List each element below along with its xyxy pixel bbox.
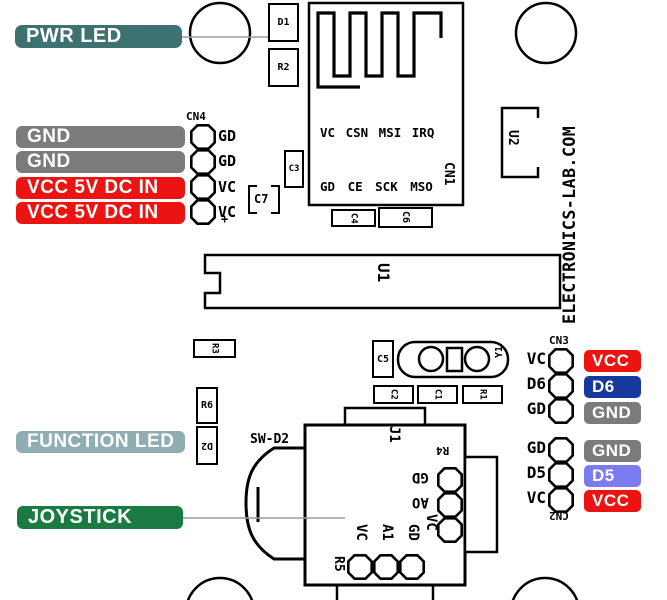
j1-refdes: J1 [386, 426, 402, 443]
cn4-pad [191, 150, 214, 173]
polarity-plus-mark: + [221, 212, 229, 226]
antenna-trace [316, 11, 443, 89]
cn2-pin-label: VC [526, 488, 546, 507]
joystick-lever [244, 446, 305, 561]
u2-refdes: U2 [505, 130, 520, 146]
mounting-hole-bottom-right [511, 576, 579, 600]
cn3-pad [549, 349, 572, 372]
cn3-pad [549, 399, 572, 422]
c7-brackets [248, 185, 280, 214]
callout-cn3-vcc: VCC [584, 350, 641, 372]
cn2-pin-label: D5 [526, 463, 546, 482]
callout-cn3-d6: D6 [584, 376, 641, 398]
joystick-pad [374, 555, 397, 578]
joystick-pin-label: VC [423, 514, 439, 531]
component-c4: C4 [331, 209, 376, 227]
component-c3: C3 [284, 150, 304, 188]
mounting-hole-top-left [188, 1, 252, 65]
cn1-refdes: CN1 [441, 162, 456, 186]
rf-module-pin-row-bottom: GD CE SCK MSO [320, 179, 433, 194]
u1-outline [203, 253, 562, 310]
sw-d2-refdes: SW-D2 [250, 432, 290, 447]
joystick-pad [400, 555, 423, 578]
joystick-top-tab [343, 406, 427, 425]
joystick-pin-label: GD [412, 469, 429, 485]
joystick-pin-label: AO [412, 494, 429, 510]
joystick-pad [438, 468, 461, 491]
component-d2: D2 [196, 426, 218, 465]
callout-cn2-gnd: GND [584, 440, 641, 462]
r4-refdes: R4 [436, 444, 450, 457]
cn2-pad [549, 463, 572, 486]
cn2-pin-label: GD [526, 438, 546, 457]
joystick-pin-label: A1 [379, 524, 395, 541]
callout-gnd-2: GND [16, 151, 185, 173]
component-c2: C2 [373, 385, 414, 404]
cn4-pin-label: GD [218, 152, 237, 170]
callout-cn3-gnd: GND [584, 402, 641, 424]
cn3-pin-label: D6 [526, 374, 546, 393]
cn3-pad [549, 374, 572, 397]
callout-vcc-in-1: VCC 5V DC IN [16, 177, 185, 199]
joystick-pin-label: GD [405, 524, 421, 541]
callout-vcc-in-2: VCC 5V DC IN [16, 202, 185, 224]
mounting-hole-bottom-left [186, 576, 254, 600]
callout-pwr-led: PWR LED [15, 25, 182, 48]
website-text: ELECTRONICS-LAB.COM [560, 125, 579, 324]
r4-outline [463, 455, 499, 554]
component-r1: R1 [462, 385, 503, 404]
component-c1: C1 [417, 385, 458, 404]
cn4-pad [191, 125, 214, 148]
callout-cn2-vcc: VCC [584, 490, 641, 512]
component-d1: D1 [268, 3, 299, 42]
component-r6: R6 [196, 387, 218, 424]
component-c6: C6 [378, 207, 433, 228]
joystick-pin-label: VC [353, 524, 369, 541]
cn2-refdes: CN2 [549, 509, 569, 522]
component-c5: C5 [372, 340, 394, 378]
y1-refdes: Y1 [494, 346, 505, 359]
cn4-pad [191, 175, 214, 198]
callout-cn2-d5: D5 [584, 465, 641, 487]
u2-outline [500, 106, 540, 179]
component-r3: R3 [193, 339, 236, 358]
cn4-pin-label: VC [218, 203, 237, 221]
mounting-hole-top-right [514, 1, 578, 65]
callout-gnd-1: GND [16, 126, 185, 148]
rf-module-pin-row-top: VC CSN MSI IRQ [320, 125, 435, 140]
callout-joystick: JOYSTICK [17, 506, 183, 529]
joystick-pad [348, 555, 371, 578]
joystick-pad [438, 493, 461, 516]
cn2-pad [549, 438, 572, 461]
cn3-pin-label: GD [526, 399, 546, 418]
cn4-pin-label: VC [218, 178, 237, 196]
cn4-pin-label: GD [218, 127, 237, 145]
cn3-pin-label: VC [526, 349, 546, 368]
cn4-refdes: CN4 [186, 110, 206, 123]
cn4-pad [191, 200, 214, 223]
joystick-pad [438, 518, 461, 541]
r5-refdes: R5 [331, 556, 346, 572]
c7-refdes: C7 [254, 192, 269, 206]
cn3-refdes: CN3 [549, 334, 569, 347]
u1-refdes: U1 [374, 263, 393, 283]
callout-function-led: FUNCTION LED [16, 431, 185, 453]
component-r2: R2 [268, 48, 299, 87]
